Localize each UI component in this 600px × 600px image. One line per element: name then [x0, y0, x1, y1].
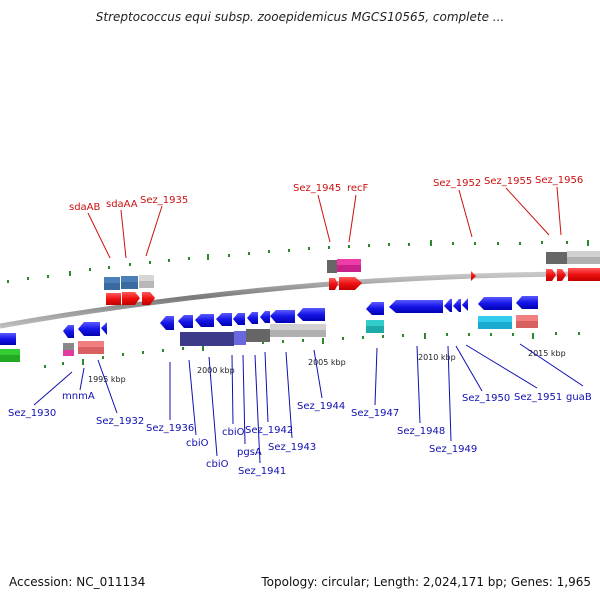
gene-forward[interactable] [546, 269, 556, 281]
gene-label-sez-1949[interactable]: Sez_1949 [429, 444, 477, 455]
top-label-leaders [87, 186, 562, 259]
gene-label-cbio[interactable]: cbiO [222, 427, 245, 438]
gene-label-sez-1945[interactable]: Sez_1945 [293, 183, 341, 194]
gene-label-sez-1950[interactable]: Sez_1950 [462, 393, 510, 404]
gene-forward[interactable] [339, 277, 362, 290]
gene-reverse[interactable] [444, 299, 452, 312]
gene-label-sez-1944[interactable]: Sez_1944 [297, 401, 345, 412]
gene-label-sez-1936[interactable]: Sez_1936 [146, 423, 194, 434]
tick-label: 2005 kbp [308, 358, 346, 367]
gene-label-sez-1952[interactable]: Sez_1952 [433, 178, 481, 189]
map-title: Streptococcus equi subsp. zooepidemicus … [95, 10, 505, 24]
gene-label-sez-1948[interactable]: Sez_1948 [397, 426, 445, 437]
gene-label-sez-1943[interactable]: Sez_1943 [268, 442, 316, 453]
gene-reverse[interactable] [101, 322, 107, 335]
gene-label-guab[interactable]: guaB [566, 392, 592, 403]
gene-label-sez-1956[interactable]: Sez_1956 [535, 175, 583, 186]
gene-label-sez-1955[interactable]: Sez_1955 [484, 176, 532, 187]
gene-reverse[interactable] [233, 313, 245, 325]
accession-text: Accession: NC_011134 [9, 575, 146, 589]
gene-reverse[interactable] [260, 311, 270, 323]
gene-reverse[interactable] [178, 315, 193, 328]
gene-label-pgsa[interactable]: pgsA [237, 447, 262, 458]
tick-label: 2015 kbp [528, 349, 566, 358]
gene-reverse[interactable] [478, 297, 512, 310]
gene-label-cbio[interactable]: cbiO [186, 438, 209, 449]
gene-forward[interactable] [106, 293, 121, 305]
reverse-feature-blocks [0, 315, 538, 362]
genome-backbone [0, 271, 600, 329]
tick-label: 1995 kbp [88, 375, 126, 384]
gene-label-mnma[interactable]: mnmA [62, 391, 95, 402]
gene-reverse[interactable] [516, 296, 538, 309]
gene-reverse[interactable] [0, 333, 16, 345]
gene-forward[interactable] [122, 292, 140, 305]
top-tick-row [7, 240, 589, 283]
gene-forward[interactable] [329, 278, 338, 290]
tick-label: 2000 kbp [197, 366, 235, 375]
gene-reverse[interactable] [195, 314, 214, 327]
gene-reverse[interactable] [63, 325, 74, 338]
gene-reverse[interactable] [270, 310, 295, 323]
gene-label-cbio[interactable]: cbiO [206, 459, 229, 470]
tick-label: 2010 kbp [418, 353, 456, 362]
reverse-strand-genes [0, 296, 538, 345]
gene-label-sez-1932[interactable]: Sez_1932 [96, 416, 144, 427]
gene-reverse[interactable] [78, 322, 100, 336]
gene-label-sez-1941[interactable]: Sez_1941 [238, 466, 286, 477]
forward-strand-genes [106, 268, 600, 305]
gene-forward[interactable] [142, 292, 155, 305]
gene-label-sez-1942[interactable]: Sez_1942 [245, 425, 293, 436]
gene-label-sez-1935[interactable]: Sez_1935 [140, 195, 188, 206]
gene-reverse[interactable] [389, 300, 443, 313]
gene-label-sez-1951[interactable]: Sez_1951 [514, 392, 562, 403]
gene-reverse[interactable] [366, 302, 384, 315]
gene-reverse[interactable] [216, 313, 232, 326]
gene-forward[interactable] [471, 271, 476, 281]
bottom-label-leaders [33, 343, 584, 464]
genome-stats-text: Topology: circular; Length: 2,024,171 bp… [261, 575, 591, 589]
gene-label-sez-1930[interactable]: Sez_1930 [8, 408, 56, 419]
forward-feature-blocks [104, 251, 600, 290]
gene-reverse[interactable] [297, 308, 325, 321]
gene-label-sdaAB[interactable]: sdaAB [69, 202, 101, 213]
gene-forward[interactable] [557, 269, 566, 281]
gene-reverse[interactable] [462, 298, 468, 311]
gene-label-sez-1947[interactable]: Sez_1947 [351, 408, 399, 419]
gene-label-recf[interactable]: recF [347, 183, 369, 194]
gene-reverse[interactable] [453, 299, 461, 312]
gene-reverse[interactable] [160, 316, 174, 330]
gene-label-sdaAA[interactable]: sdaAA [106, 199, 138, 210]
gene-reverse[interactable] [247, 312, 258, 324]
gene-forward[interactable] [568, 268, 600, 281]
bottom-tick-row [44, 332, 580, 368]
